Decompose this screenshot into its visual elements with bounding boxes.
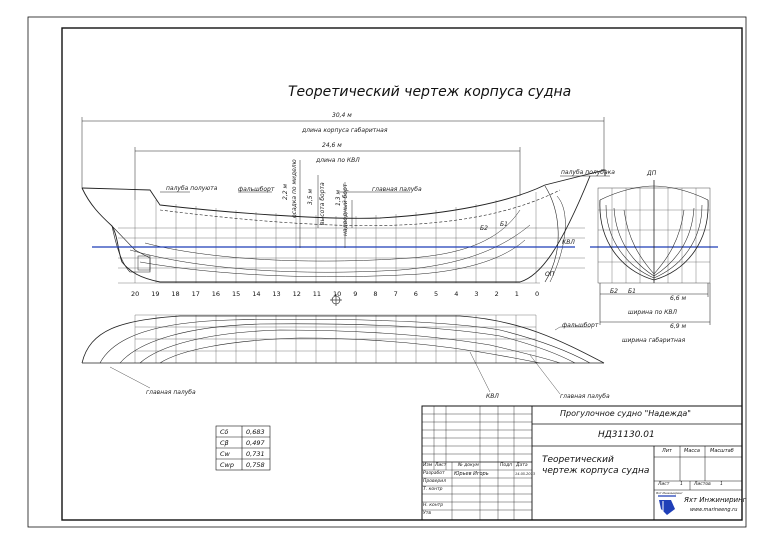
station-number: 17 bbox=[191, 290, 200, 298]
tb-row-utv: Утв bbox=[423, 511, 432, 516]
station-number: 12 bbox=[292, 290, 301, 298]
tb-doc-number: НД31130.01 bbox=[598, 430, 655, 440]
tb-row-nkontr: Н. контр bbox=[423, 503, 444, 508]
dim-draft-midship: 2,2 м bbox=[282, 184, 289, 200]
label-b1: Б1 bbox=[500, 221, 508, 228]
label-plan-main-deck-right: главная палуба bbox=[560, 393, 610, 400]
dim-freeboard-label: надводный борт bbox=[342, 183, 349, 236]
label-body-b2: Б2 bbox=[610, 288, 618, 295]
coefficient-value: 0,683 bbox=[246, 428, 265, 436]
station-number: 19 bbox=[151, 290, 160, 298]
station-number: 8 bbox=[373, 290, 378, 298]
tb-project: Прогулочное судно "Надежда" bbox=[560, 409, 691, 418]
drawing-title: Теоретический чертеж корпуса судна bbox=[288, 84, 572, 100]
tb-row-tkontr: Т. контр bbox=[423, 487, 443, 492]
coefficient-value: 0,497 bbox=[246, 439, 265, 447]
label-body-b1: Б1 bbox=[628, 288, 636, 295]
station-number: 20 bbox=[131, 290, 140, 298]
profile-view bbox=[81, 169, 606, 284]
tb-row-razrab: Разработ bbox=[423, 471, 445, 476]
tb-row-prover: Проверил bbox=[423, 479, 447, 484]
tb-col-podp: Подп bbox=[500, 463, 513, 468]
coefficient-name: Cw bbox=[220, 450, 230, 458]
label-b2: Б2 bbox=[480, 225, 488, 232]
station-number: 16 bbox=[211, 290, 221, 298]
dim-kvl-length-label: длина по КВЛ bbox=[316, 157, 360, 164]
tb-org-small: Яхт Инжиниринг bbox=[656, 491, 683, 495]
tb-col-list: Лист bbox=[435, 463, 447, 468]
station-number: 9 bbox=[353, 290, 358, 298]
tb-col-data: Дата bbox=[516, 463, 528, 468]
tb-sheet-label: Лист bbox=[658, 482, 670, 487]
tb-col-ndoc: № докум bbox=[458, 463, 479, 468]
station-number: 0 bbox=[535, 290, 540, 298]
half-breadth-plan bbox=[81, 314, 605, 395]
tb-sheets-value: 1 bbox=[720, 482, 723, 487]
tb-sheet-title-2: чертеж корпуса судна bbox=[542, 466, 650, 476]
station-number: 5 bbox=[434, 290, 439, 298]
station-number: 3 bbox=[474, 290, 479, 298]
label-plan-bulwark: фальшборт bbox=[562, 322, 599, 329]
station-number: 13 bbox=[272, 290, 281, 298]
tb-org-site: www.marineeng.ru bbox=[690, 507, 738, 513]
label-plan-main-deck-left: главная палуба bbox=[146, 389, 196, 396]
dim-kvl-length: 24,6 м bbox=[322, 142, 342, 149]
label-kvl: КВЛ bbox=[562, 239, 575, 246]
dim-beam-overall-label: ширина габаритная bbox=[622, 337, 686, 344]
tb-sheets-label: Листов bbox=[694, 482, 711, 487]
tb-sheet-title-1: Теоретический bbox=[542, 455, 614, 465]
coefficient-table bbox=[215, 425, 271, 471]
tb-razrab-name: Юрьев Игорь bbox=[454, 471, 489, 477]
dim-beam-kvl: 6,6 м bbox=[670, 295, 686, 302]
label-bulwark: фальшборт bbox=[238, 186, 275, 193]
station-number: 11 bbox=[312, 290, 322, 298]
inner-frame bbox=[61, 27, 743, 521]
tb-hdr-masshtab: Масштаб bbox=[710, 448, 734, 454]
dim-side-height: 3,5 м bbox=[307, 189, 314, 205]
coefficient-value: 0,758 bbox=[246, 461, 265, 469]
coefficient-name: Cδ bbox=[220, 428, 229, 436]
dim-beam-kvl-label: ширина по КВЛ bbox=[628, 309, 677, 316]
dim-overall-length: 30,4 м bbox=[332, 112, 352, 119]
tb-org-name: Яхт Инжиниринг bbox=[684, 496, 747, 504]
station-number: 6 bbox=[413, 290, 418, 298]
dimension-lines bbox=[81, 117, 610, 248]
dim-side-height-label: высота борта bbox=[319, 182, 326, 225]
station-number: 7 bbox=[393, 290, 398, 298]
station-number: 18 bbox=[171, 290, 180, 298]
title-block-grid bbox=[421, 405, 743, 521]
dim-beam-overall: 6,9 м bbox=[670, 323, 686, 330]
tb-sheet-value: 1 bbox=[680, 482, 683, 487]
dim-overall-length-label: длина корпуса габаритная bbox=[302, 127, 388, 134]
label-main-deck: главная палуба bbox=[372, 186, 422, 193]
station-number: 15 bbox=[232, 290, 241, 298]
coefficient-name: Cβ bbox=[220, 439, 229, 447]
label-op: ОП bbox=[545, 271, 555, 278]
outer-frame bbox=[27, 16, 747, 528]
company-logo bbox=[658, 495, 676, 515]
station-number: 10 bbox=[333, 290, 342, 298]
label-plan-kvl: КВЛ bbox=[486, 393, 499, 400]
tb-razrab-date: 14.05.2013 bbox=[515, 472, 536, 476]
tb-col-izm: Изм bbox=[423, 463, 433, 468]
label-dp: ДП bbox=[647, 170, 657, 177]
tb-hdr-massa: Масса bbox=[684, 448, 700, 454]
label-poop-deck: палуба полуюта bbox=[166, 185, 218, 192]
station-number: 4 bbox=[454, 290, 459, 298]
tb-hdr-lit: Лит bbox=[662, 448, 672, 454]
station-number: 1 bbox=[514, 290, 519, 298]
body-plan-view bbox=[597, 180, 711, 325]
label-forecastle-deck: палуба полубака bbox=[561, 169, 615, 176]
midship-symbol bbox=[330, 294, 342, 306]
coefficient-value: 0,731 bbox=[246, 450, 265, 458]
station-number: 2 bbox=[494, 290, 499, 298]
coefficient-name: Cwp bbox=[220, 461, 234, 469]
station-number: 14 bbox=[252, 290, 261, 298]
dim-draft-midship-label: осадка по миделю bbox=[291, 159, 298, 218]
